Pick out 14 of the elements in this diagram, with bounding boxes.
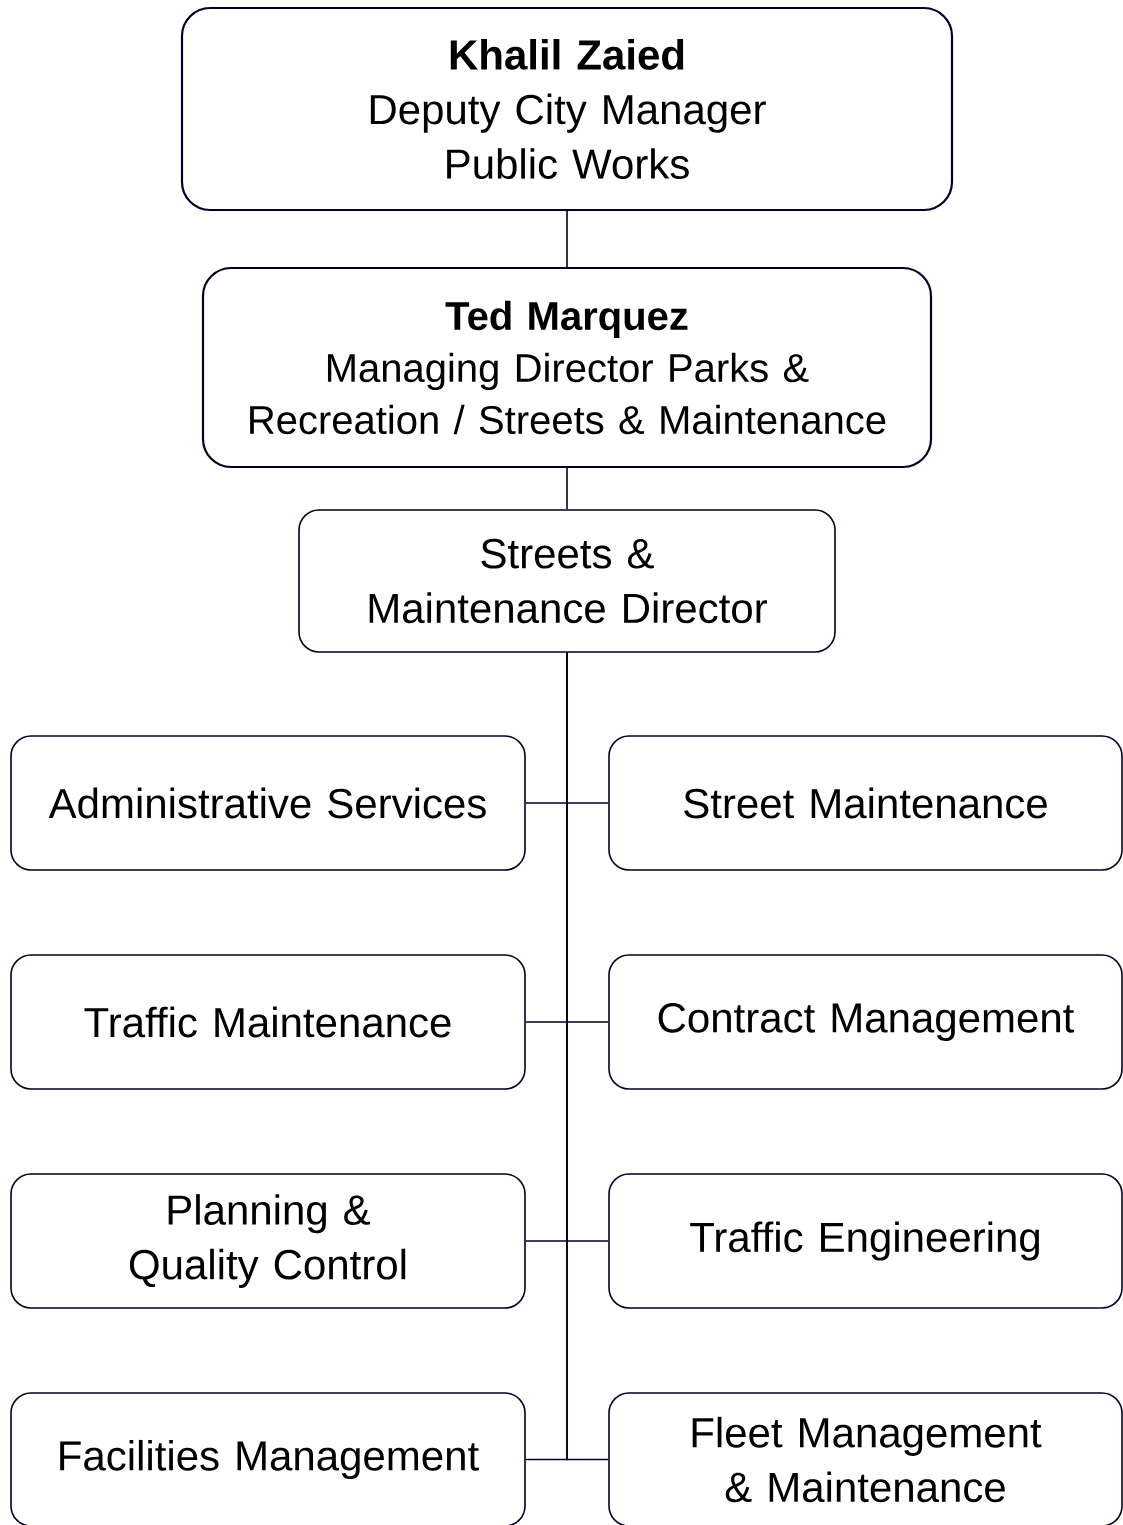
manager-box: Ted Marquez Managing Director Parks & Recreation / Streets & Maintenance xyxy=(201,266,933,469)
director-box: Streets & Maintenance Director xyxy=(298,509,836,653)
division-box: Contract Management xyxy=(608,954,1123,1090)
division-box: Planning & Quality Control xyxy=(10,1173,526,1309)
division-box: Facilities Management xyxy=(10,1392,526,1525)
division-box: Traffic Engineering xyxy=(608,1173,1123,1309)
division-box: Traffic Maintenance xyxy=(10,954,526,1090)
connector-line xyxy=(566,467,568,510)
division-box: Administrative Services xyxy=(10,735,526,871)
division-box: Fleet Management & Maintenance xyxy=(608,1392,1123,1525)
manager-box: Khalil Zaied Deputy City Manager Public Works xyxy=(180,6,954,212)
connector-line xyxy=(566,652,609,1461)
division-box: Street Maintenance xyxy=(608,735,1123,871)
connector-line xyxy=(566,210,568,268)
